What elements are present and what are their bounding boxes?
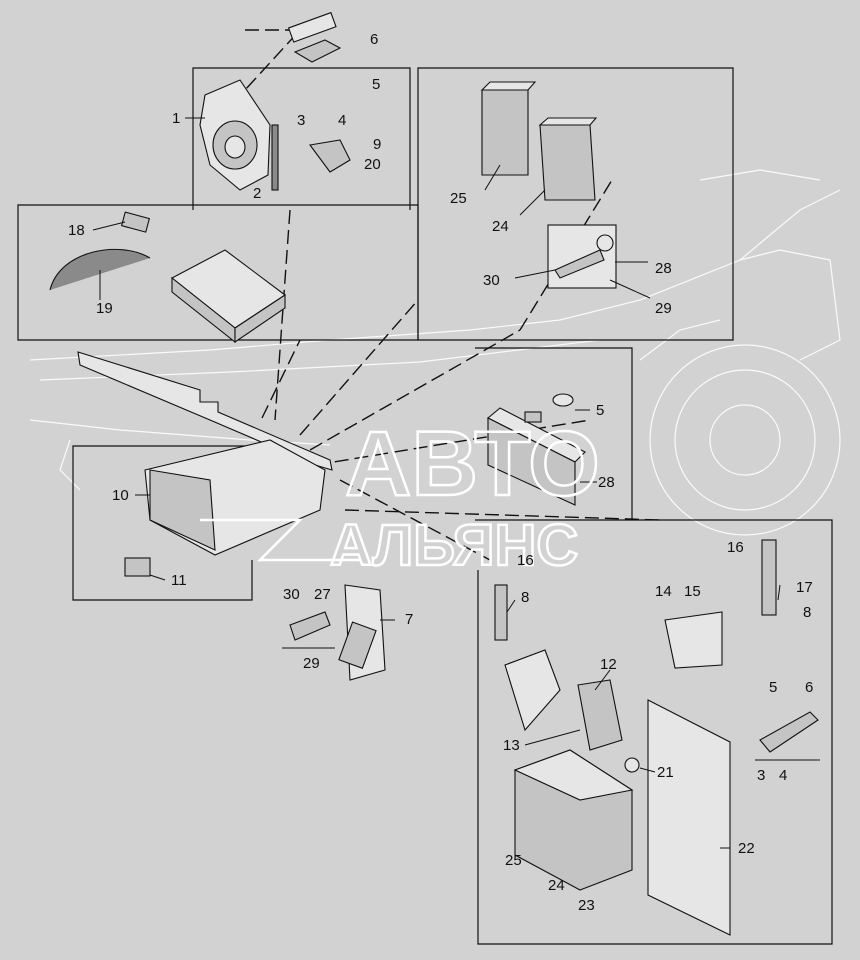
lower-parts: [494, 539, 819, 936]
callout-11: 11: [171, 572, 187, 589]
callout-5: 5: [769, 679, 777, 696]
callout-8: 8: [521, 589, 529, 606]
callout-28: 28: [598, 474, 615, 491]
callout-6: 6: [370, 31, 378, 48]
callout-1: 1: [172, 110, 180, 127]
pin-assembly: [547, 224, 617, 289]
watermark-line1: АВТО: [345, 413, 600, 515]
callout-labels: 6 5 1 3 4 9 20 2 18 19 25 24 30 28 29 5 …: [68, 31, 813, 914]
callout-7: 7: [405, 611, 413, 628]
control-unit: [49, 211, 286, 344]
callout-3: 3: [297, 112, 305, 129]
callout-8: 8: [803, 604, 811, 621]
brake-pads: [480, 81, 598, 201]
callout-6: 6: [805, 679, 813, 696]
callout-2: 2: [253, 185, 261, 202]
callout-10: 10: [112, 487, 129, 504]
callout-5: 5: [372, 76, 380, 93]
callout-16: 16: [517, 552, 534, 569]
callout-4: 4: [779, 767, 787, 784]
callout-12: 12: [600, 656, 617, 673]
callout-17: 17: [796, 579, 813, 596]
callout-23: 23: [578, 897, 595, 914]
callout-25: 25: [505, 852, 522, 869]
callout-14: 14: [655, 583, 672, 600]
callout-29: 29: [303, 655, 320, 672]
callout-28: 28: [655, 260, 672, 277]
callout-13: 13: [503, 737, 520, 754]
watermark: АВТО АЛЬЯНС: [200, 412, 601, 579]
coupling-assembly: [289, 584, 386, 681]
frame-horn: [192, 67, 411, 210]
callout-22: 22: [738, 840, 755, 857]
callout-27: 27: [314, 586, 331, 603]
callout-19: 19: [96, 300, 113, 317]
reservoir-tank: [124, 439, 326, 577]
callout-30: 30: [483, 272, 500, 289]
callout-21: 21: [657, 764, 674, 781]
callout-3: 3: [757, 767, 765, 784]
callout-29: 29: [655, 300, 672, 317]
callout-16: 16: [727, 539, 744, 556]
callout-18: 18: [68, 222, 85, 239]
callout-5: 5: [596, 402, 604, 419]
callout-24: 24: [548, 877, 565, 894]
frame-brake-pads: [417, 67, 734, 341]
callout-frames: [17, 67, 833, 945]
callout-4: 4: [338, 112, 346, 129]
frame-rail: [77, 351, 333, 471]
horn: [199, 11, 351, 191]
watermark-line2: АЛЬЯНС: [330, 513, 578, 578]
callout-30: 30: [283, 586, 300, 603]
frame-battery-bracket: [475, 519, 833, 945]
callout-25: 25: [450, 190, 467, 207]
callout-24: 24: [492, 218, 509, 235]
sensor-block: [487, 393, 586, 506]
callout-9: 9: [373, 136, 381, 153]
frame-sensor: [475, 347, 633, 520]
leader-lines: [92, 117, 820, 849]
callout-20: 20: [364, 156, 381, 173]
callout-15: 15: [684, 583, 701, 600]
frame-tank: [72, 445, 253, 601]
